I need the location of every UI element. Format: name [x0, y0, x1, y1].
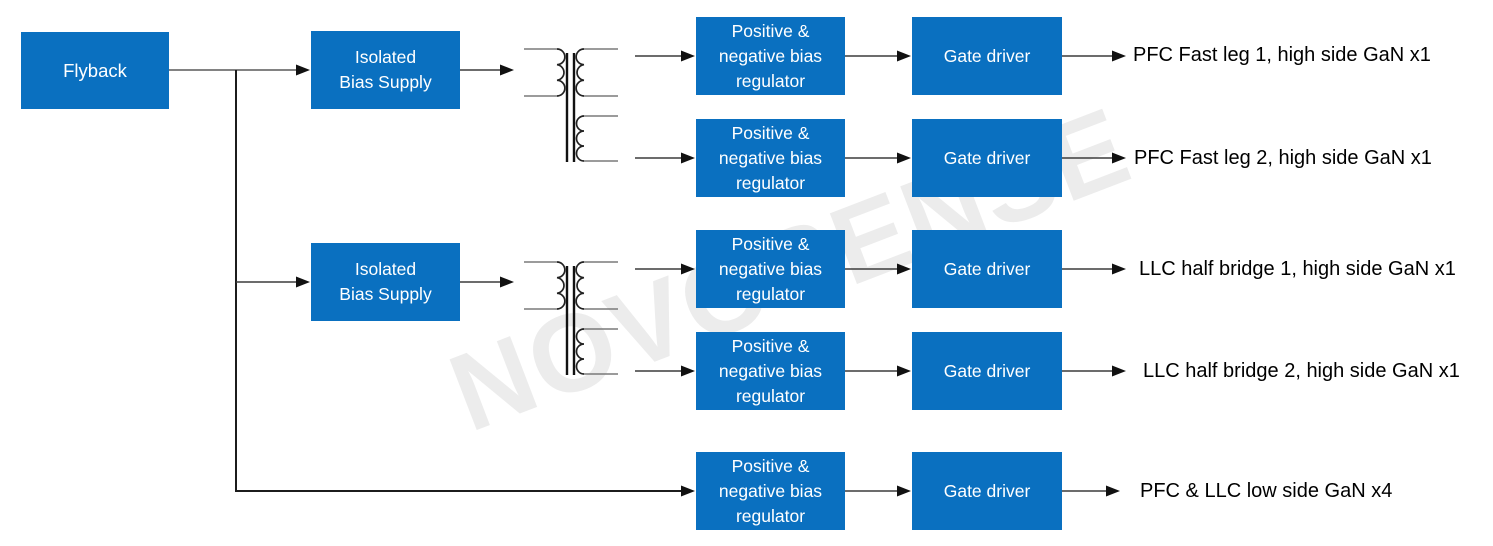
- gate-driver-block-1: Gate driver: [912, 17, 1062, 95]
- arrow-branch-to-bias2: [236, 276, 310, 288]
- gate-driver-label: Gate driver: [943, 480, 1031, 501]
- gate-driver-block-3: Gate driver: [912, 230, 1062, 308]
- regulator-block-4: Positive & negative bias regulator: [696, 332, 845, 410]
- bias-branch-line: [235, 70, 681, 492]
- gate-driver-block-2: Gate driver: [912, 119, 1062, 197]
- arrow-t2sec1-to-regulator3: [635, 263, 695, 275]
- arrow-driver3-to-output3: [1062, 263, 1126, 275]
- gate-driver-label: Gate driver: [943, 258, 1031, 279]
- output-label-4: LLC half bridge 2, high side GaN x1: [1143, 360, 1460, 382]
- transformer-icon: [524, 48, 618, 162]
- gate-driver-label: Gate driver: [943, 147, 1031, 168]
- regulator-block-3: Positive & negative bias regulator: [696, 230, 845, 308]
- bias-supply-block-1: Isolated Bias Supply: [311, 31, 460, 109]
- flyback-label: Flyback: [63, 60, 127, 81]
- arrow-driver5-to-output5: [1062, 485, 1120, 497]
- regulator-label: Positive & negative bias regulator: [718, 233, 823, 304]
- bias-supply-label: Isolated Bias Supply: [339, 259, 432, 304]
- arrow-t1sec2-to-regulator2: [635, 152, 695, 164]
- arrow-bias1-to-transformer1: [460, 64, 514, 76]
- arrow-regulator3-to-driver3: [845, 263, 911, 275]
- gate-driver-block-4: Gate driver: [912, 332, 1062, 410]
- regulator-block-1: Positive & negative bias regulator: [696, 17, 845, 95]
- gate-driver-label: Gate driver: [943, 360, 1031, 381]
- regulator-label: Positive & negative bias regulator: [718, 335, 823, 406]
- arrow-flyback-to-bias1: [169, 64, 310, 76]
- bias-supply-block-2: Isolated Bias Supply: [311, 243, 460, 321]
- bias-supply-label: Isolated Bias Supply: [339, 47, 432, 92]
- arrow-regulator4-to-driver4: [845, 365, 911, 377]
- regulator-label: Positive & negative bias regulator: [718, 455, 823, 526]
- arrow-regulator1-to-driver1: [845, 50, 911, 62]
- arrow-regulator5-to-driver5: [845, 485, 911, 497]
- flyback-block: Flyback: [21, 32, 169, 109]
- output-label-5: PFC & LLC low side GaN x4: [1140, 480, 1393, 502]
- regulator-block-2: Positive & negative bias regulator: [696, 119, 845, 197]
- arrow-driver1-to-output1: [1062, 50, 1126, 62]
- output-label-1: PFC Fast leg 1, high side GaN x1: [1133, 44, 1431, 66]
- arrow-branch-to-regulator5: [681, 485, 695, 497]
- gate-driver-label: Gate driver: [943, 45, 1031, 66]
- arrow-t2sec2-to-regulator4: [635, 365, 695, 377]
- output-label-2: PFC Fast leg 2, high side GaN x1: [1134, 147, 1432, 169]
- arrow-regulator2-to-driver2: [845, 152, 911, 164]
- transformer-icon: [524, 261, 618, 375]
- regulator-label: Positive & negative bias regulator: [718, 20, 823, 91]
- arrow-driver4-to-output4: [1062, 365, 1126, 377]
- arrow-driver2-to-output2: [1062, 152, 1126, 164]
- arrow-bias2-to-transformer2: [460, 276, 514, 288]
- output-label-3: LLC half bridge 1, high side GaN x1: [1139, 258, 1456, 280]
- regulator-label: Positive & negative bias regulator: [718, 122, 823, 193]
- regulator-block-5: Positive & negative bias regulator: [696, 452, 845, 530]
- arrow-t1sec1-to-regulator1: [635, 50, 695, 62]
- gate-driver-block-5: Gate driver: [912, 452, 1062, 530]
